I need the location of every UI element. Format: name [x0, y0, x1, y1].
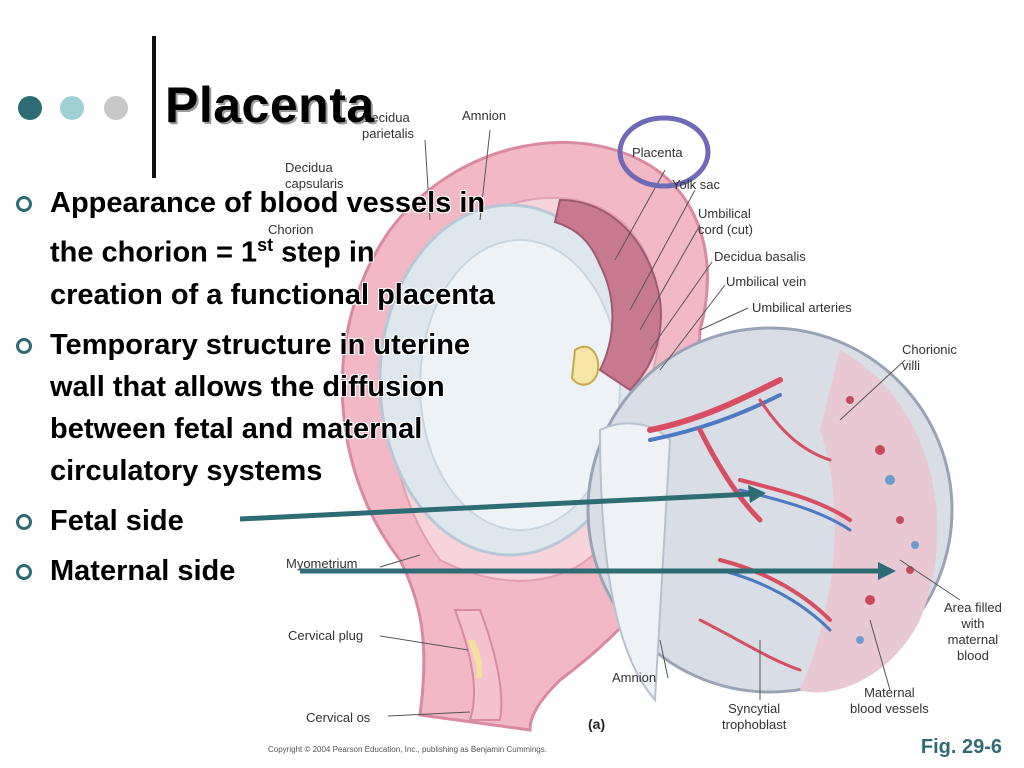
pointer-arrows: [239, 485, 896, 580]
bullet-line: the chorion = 1st step in: [50, 224, 612, 274]
bullet-item: Fetal side: [12, 500, 612, 542]
superscript: st: [257, 235, 274, 255]
bullet-text: the chorion = 1: [50, 236, 258, 269]
label-text: with: [961, 616, 985, 631]
label-placenta: Placenta: [632, 145, 683, 160]
label-text: blood vessels: [850, 701, 929, 716]
bullet-line: between fetal and maternal: [50, 412, 423, 445]
bullet-list: Appearance of blood vessels in the chori…: [12, 182, 612, 600]
bullet-item: Maternal side: [12, 550, 612, 592]
fetal-membrane: [598, 422, 672, 703]
cervical-plug-shape: [468, 640, 483, 678]
placenta-tissue: [553, 198, 662, 392]
label-maternal-blood-vessels: Maternal blood vessels: [850, 685, 929, 717]
bullet-line: Appearance of blood vessels in: [50, 187, 486, 219]
bullet-line: Temporary structure in uterine: [50, 328, 471, 361]
figure-reference: Fig. 29-6: [920, 736, 1002, 758]
bullet-item: Temporary structure in uterine wall that…: [12, 324, 612, 492]
bullet-marker-icon: [16, 196, 32, 212]
label-yolk-sac: Yolk sac: [672, 177, 720, 192]
bullet-line: creation of a functional placenta: [50, 278, 495, 311]
bullet-marker-icon: [16, 337, 32, 354]
title-divider: [152, 36, 156, 178]
label-text: Chorionic: [902, 342, 957, 357]
label-decidua-capsularis: Decidua capsularis: [285, 160, 344, 192]
bullet-line: wall that allows the diffusion: [50, 370, 445, 403]
decor-dot-3: [104, 96, 128, 120]
label-text: parietalis: [362, 126, 415, 141]
label-umbilical-arteries: Umbilical arteries: [752, 300, 852, 315]
label-cervical-os: Cervical os: [306, 710, 371, 725]
copyright-notice: Copyright © 2004 Pearson Education, Inc.…: [268, 745, 547, 754]
label-text: Syncytial: [728, 701, 781, 716]
label-amnion-bottom: Amnion: [612, 670, 657, 685]
maternal-blood-area: [800, 350, 938, 693]
label-text: maternal: [947, 632, 999, 647]
label-umbilical-cord: Umbilical cord (cut): [698, 206, 753, 238]
slide-title: Placenta: [165, 77, 375, 133]
bullet-line: circulatory systems: [50, 454, 323, 487]
label-text: Area filled: [944, 600, 1002, 615]
label-myometrium: Myometrium: [286, 556, 358, 571]
label-text: Decidua: [285, 160, 333, 175]
label-decidua-parietalis: Decidua parietalis: [362, 110, 414, 142]
label-text: Umbilical: [698, 206, 751, 221]
bullet-marker-icon: [16, 513, 32, 530]
umbilical-cord: [570, 345, 600, 386]
maternal-blue-spots: [856, 475, 919, 644]
amniotic-sac-inner: [419, 239, 621, 531]
label-leader-lines: [379, 129, 961, 717]
label-decidua-basalis: Decidua basalis: [714, 249, 806, 264]
label-chorionic-villi: Chorionic villi: [902, 342, 957, 374]
label-umbilical-vein: Umbilical vein: [726, 274, 807, 289]
bullet-item: Appearance of blood vessels in the chori…: [12, 182, 612, 316]
label-chorion: Chorion: [268, 222, 314, 237]
label-syncytial-trophoblast: Syncytial trophoblast: [722, 701, 786, 733]
label-text: Decidua: [362, 110, 410, 125]
label-text: cord (cut): [698, 222, 753, 237]
bullet-line: Fetal side: [50, 504, 184, 537]
label-text: blood: [957, 648, 989, 663]
label-text: trophoblast: [722, 717, 787, 732]
label-area-filled-maternal-blood: Area filled with maternal blood: [944, 600, 1002, 664]
label-amnion-top: Amnion: [462, 108, 507, 123]
bullet-text: step in: [273, 236, 375, 269]
label-text: villi: [902, 358, 921, 373]
placenta-label-highlight: [617, 115, 711, 189]
bullet-line: Maternal side: [50, 554, 236, 587]
label-text: capsularis: [285, 176, 344, 191]
label-cervical-plug: Cervical plug: [288, 628, 364, 643]
label-text: Maternal: [864, 685, 915, 700]
figure-panel-label: (a): [588, 716, 606, 732]
maternal-vessel-spots: [846, 396, 914, 605]
decor-dot-1: [18, 96, 42, 120]
bullet-marker-icon: [16, 563, 32, 580]
decor-dot-2: [60, 96, 84, 120]
fetal-side-arrow: [239, 491, 753, 522]
